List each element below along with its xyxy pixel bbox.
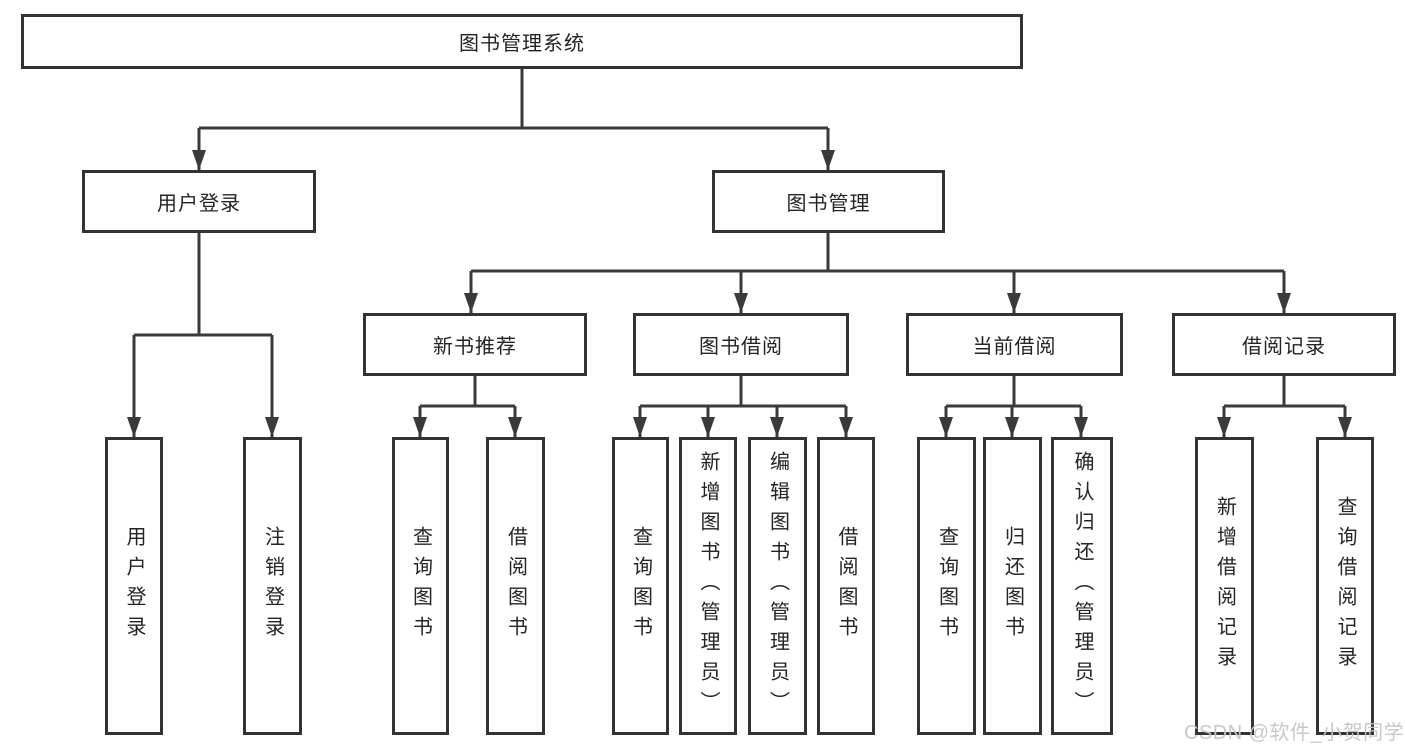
leaf-borrow-books: 借阅图书: [817, 437, 875, 735]
leaf-return-books: 归还图书: [983, 437, 1042, 735]
node-book-management: 图书管理: [712, 170, 945, 233]
leaf-logout: 注销登录: [243, 437, 302, 735]
node-root-system: 图书管理系统: [21, 14, 1023, 69]
leaf-user-login: 用户登录: [105, 437, 163, 735]
node-new-book-recommend: 新书推荐: [363, 313, 587, 376]
leaf-edit-books-admin: 编辑图书（管理员）: [748, 437, 807, 735]
leaf-borrow-books-recommend: 借阅图书: [486, 437, 545, 735]
csdn-watermark: CSDN @软件_小贺同学: [1184, 722, 1405, 744]
node-user-login: 用户登录: [82, 170, 316, 233]
leaf-query-books-borrow: 查询图书: [612, 437, 669, 735]
leaf-add-borrow-record: 新增借阅记录: [1195, 437, 1254, 735]
leaf-query-books-current: 查询图书: [917, 437, 976, 735]
leaf-add-books-admin: 新增图书（管理员）: [679, 437, 737, 735]
node-current-borrow: 当前借阅: [906, 313, 1123, 376]
leaf-query-borrow-record: 查询借阅记录: [1316, 437, 1374, 735]
node-book-borrow: 图书借阅: [633, 313, 849, 376]
leaf-query-books-recommend: 查询图书: [392, 437, 449, 735]
node-borrow-records: 借阅记录: [1172, 313, 1396, 376]
leaf-confirm-return-admin: 确认归还（管理员）: [1051, 437, 1113, 735]
